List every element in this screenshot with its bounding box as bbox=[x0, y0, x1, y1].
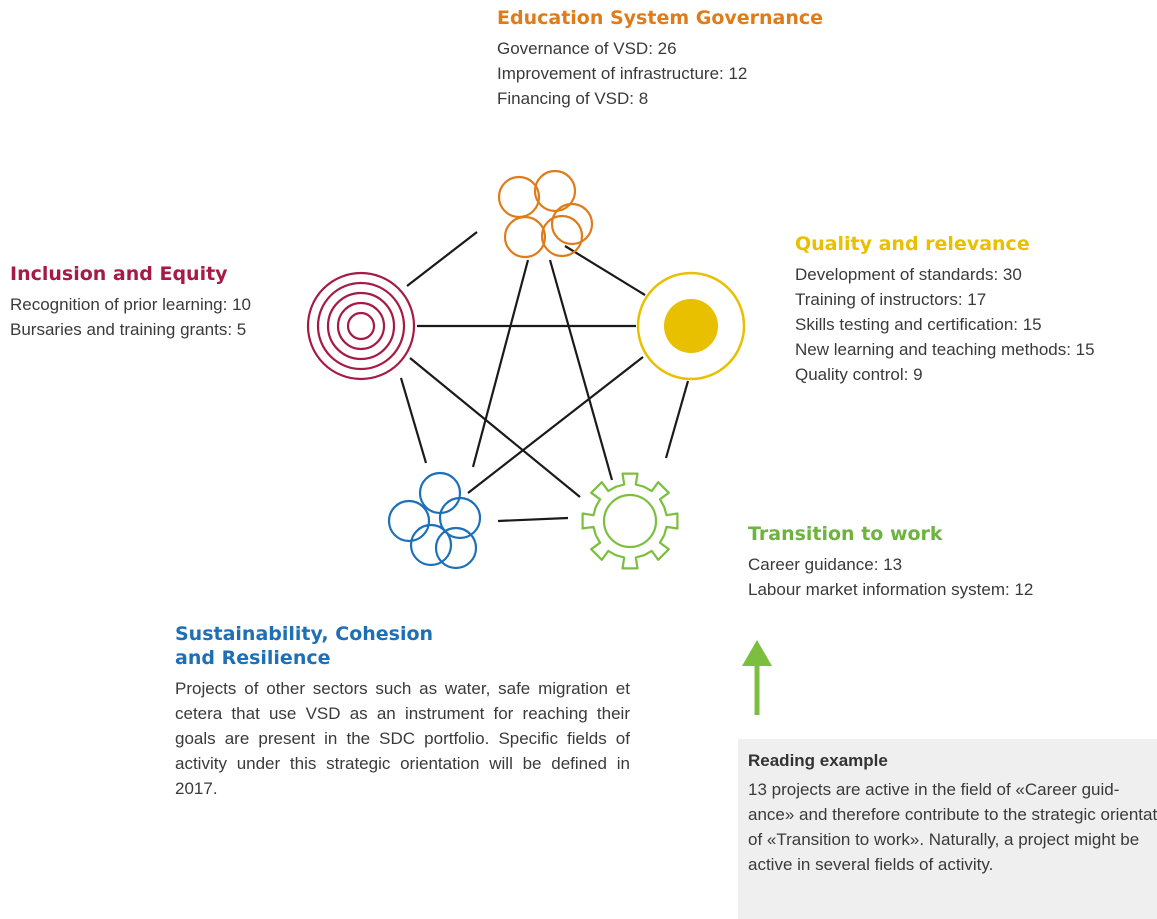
up-arrow bbox=[742, 640, 772, 715]
connector-line bbox=[471, 259, 530, 468]
connector-line bbox=[409, 357, 581, 498]
quality-block: Quality and relevance Development of sta… bbox=[795, 232, 1095, 387]
connector-line bbox=[406, 231, 478, 287]
list-item: Development of standards: 30 bbox=[795, 265, 1022, 284]
list-item: New learning and teaching methods: 15 bbox=[795, 340, 1095, 359]
reading-example-text: 13 projects are active in the field of «… bbox=[748, 780, 1157, 874]
inclusion-block: Inclusion and Equity Recognition of prio… bbox=[10, 262, 251, 342]
list-item: Recognition of prior learning: 10 bbox=[10, 295, 251, 314]
pentagon-connectors bbox=[399, 231, 690, 523]
sustainability-title-line1: Sustainability, Cohesion bbox=[175, 623, 434, 645]
gear-icon bbox=[581, 472, 679, 570]
list-item: Quality control: 9 bbox=[795, 365, 923, 384]
quality-title: Quality and relevance bbox=[795, 233, 1030, 255]
sustainability-title: Sustainability, Cohesion and Resilience bbox=[175, 622, 630, 670]
reading-example-title: Reading example bbox=[748, 751, 888, 770]
governance-block: Education System Governance Governance o… bbox=[497, 6, 823, 111]
list-item: Financing of VSD: 8 bbox=[497, 89, 649, 108]
concentric-circles-icon bbox=[306, 271, 416, 381]
transition-title: Transition to work bbox=[748, 523, 943, 545]
connector-line bbox=[664, 380, 690, 459]
five-rings-flower-icon bbox=[497, 169, 594, 259]
list-item: Bursaries and training grants: 5 bbox=[10, 320, 247, 339]
gear-outline bbox=[581, 472, 679, 570]
connector-line bbox=[399, 377, 428, 464]
sustainability-text: Projects of other sectors such as water,… bbox=[175, 679, 630, 798]
connector-line bbox=[548, 259, 614, 481]
list-item: Skills testing and certification: 15 bbox=[795, 315, 1042, 334]
reading-example-box: Reading example 13 projects are active i… bbox=[738, 739, 1157, 919]
inclusion-items: Recognition of prior learning: 10 Bursar… bbox=[10, 292, 251, 342]
connector-line bbox=[497, 516, 569, 523]
transition-block: Transition to work Career guidance: 13 L… bbox=[748, 522, 1033, 602]
quality-items: Development of standards: 30 Training of… bbox=[795, 262, 1095, 387]
list-item: Improvement of infrastructure: 12 bbox=[497, 64, 748, 83]
connector-line bbox=[564, 245, 646, 296]
list-item: Governance of VSD: 26 bbox=[497, 39, 677, 58]
interlocking-circles-icon bbox=[387, 471, 482, 570]
list-item: Career guidance: 13 bbox=[748, 555, 903, 574]
inclusion-title: Inclusion and Equity bbox=[10, 263, 228, 285]
sustainability-title-line2: and Resilience bbox=[175, 647, 331, 669]
list-item: Training of instructors: 17 bbox=[795, 290, 987, 309]
governance-items: Governance of VSD: 26 Improvement of inf… bbox=[497, 36, 823, 111]
gear-hub bbox=[602, 493, 658, 549]
ring-with-dot-icon bbox=[636, 271, 746, 381]
list-item: Labour market information system: 12 bbox=[748, 580, 1034, 599]
governance-title: Education System Governance bbox=[497, 7, 824, 29]
sustainability-block: Sustainability, Cohesion and Resilience … bbox=[175, 622, 630, 801]
connector-line bbox=[467, 356, 644, 494]
transition-items: Career guidance: 13 Labour market inform… bbox=[748, 552, 1033, 602]
